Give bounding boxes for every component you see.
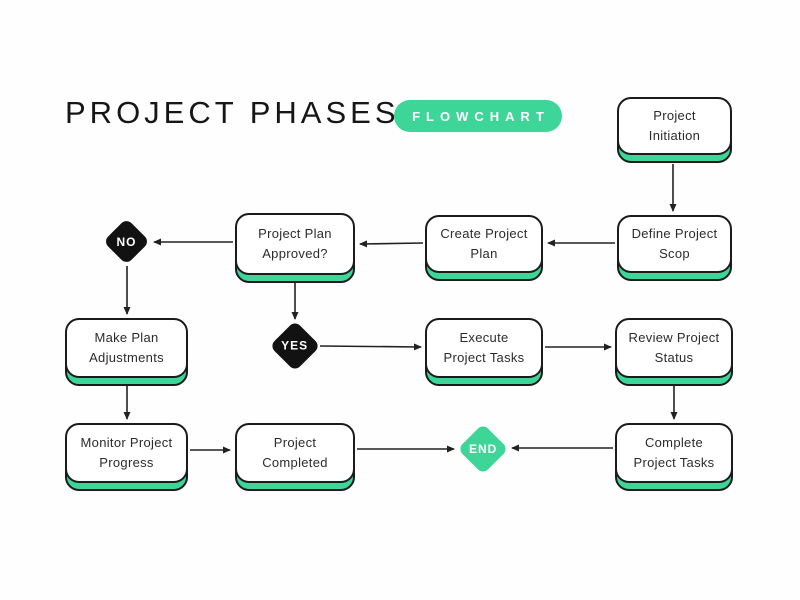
node-label: Define Project — [631, 225, 718, 241]
node-label: Initiation — [648, 128, 701, 143]
decision-end-diamond: END — [457, 423, 509, 475]
node-review-project-status: Review Project Status — [615, 318, 733, 386]
node-create-project-plan: Create Project Plan — [425, 215, 543, 281]
node-label: Project Tasks — [633, 455, 715, 470]
node-label: Project — [653, 107, 696, 123]
node-project-completed: Project Completed — [235, 423, 355, 491]
node-label: Complete — [644, 434, 704, 450]
node-label: Project Plan — [258, 225, 332, 241]
node-label: Monitor Project — [80, 434, 173, 450]
node-label: Adjustments — [89, 350, 164, 365]
edge-yes-to-execute — [319, 343, 422, 351]
node-label: Status — [654, 350, 694, 365]
decision-label: YES — [281, 338, 309, 353]
node-label: Execute — [459, 329, 509, 345]
edge-create-to-approved — [359, 240, 424, 248]
node-label: Approved? — [262, 246, 328, 261]
node-complete-project-tasks: Complete Project Tasks — [615, 423, 733, 491]
decision-label: NO — [116, 234, 137, 249]
node-project-plan-approved: Project Plan Approved? — [235, 213, 355, 283]
node-label: Scop — [659, 246, 690, 261]
decision-yes-diamond: YES — [269, 320, 321, 372]
node-label: Create Project — [440, 225, 528, 241]
flowchart-badge: FLOWCHART — [394, 100, 562, 132]
node-define-project-scope: Define Project Scop — [617, 215, 732, 281]
node-label: Make Plan — [94, 329, 159, 345]
page-title: PROJECT PHASES — [65, 95, 400, 130]
decision-label: END — [468, 442, 498, 456]
decision-no-diamond: NO — [103, 218, 150, 265]
node-label: Project Tasks — [443, 350, 525, 365]
node-label: Project — [273, 434, 317, 450]
node-make-plan-adjustments: Make Plan Adjustments — [65, 318, 188, 386]
node-project-initiation: Project Initiation — [617, 97, 732, 163]
node-execute-project-tasks: Execute Project Tasks — [425, 318, 543, 386]
node-label: Progress — [99, 455, 154, 470]
node-label: Review Project — [628, 329, 720, 345]
node-label: Completed — [262, 455, 328, 470]
node-label: Plan — [470, 246, 498, 261]
node-monitor-project-progress: Monitor Project Progress — [65, 423, 188, 491]
